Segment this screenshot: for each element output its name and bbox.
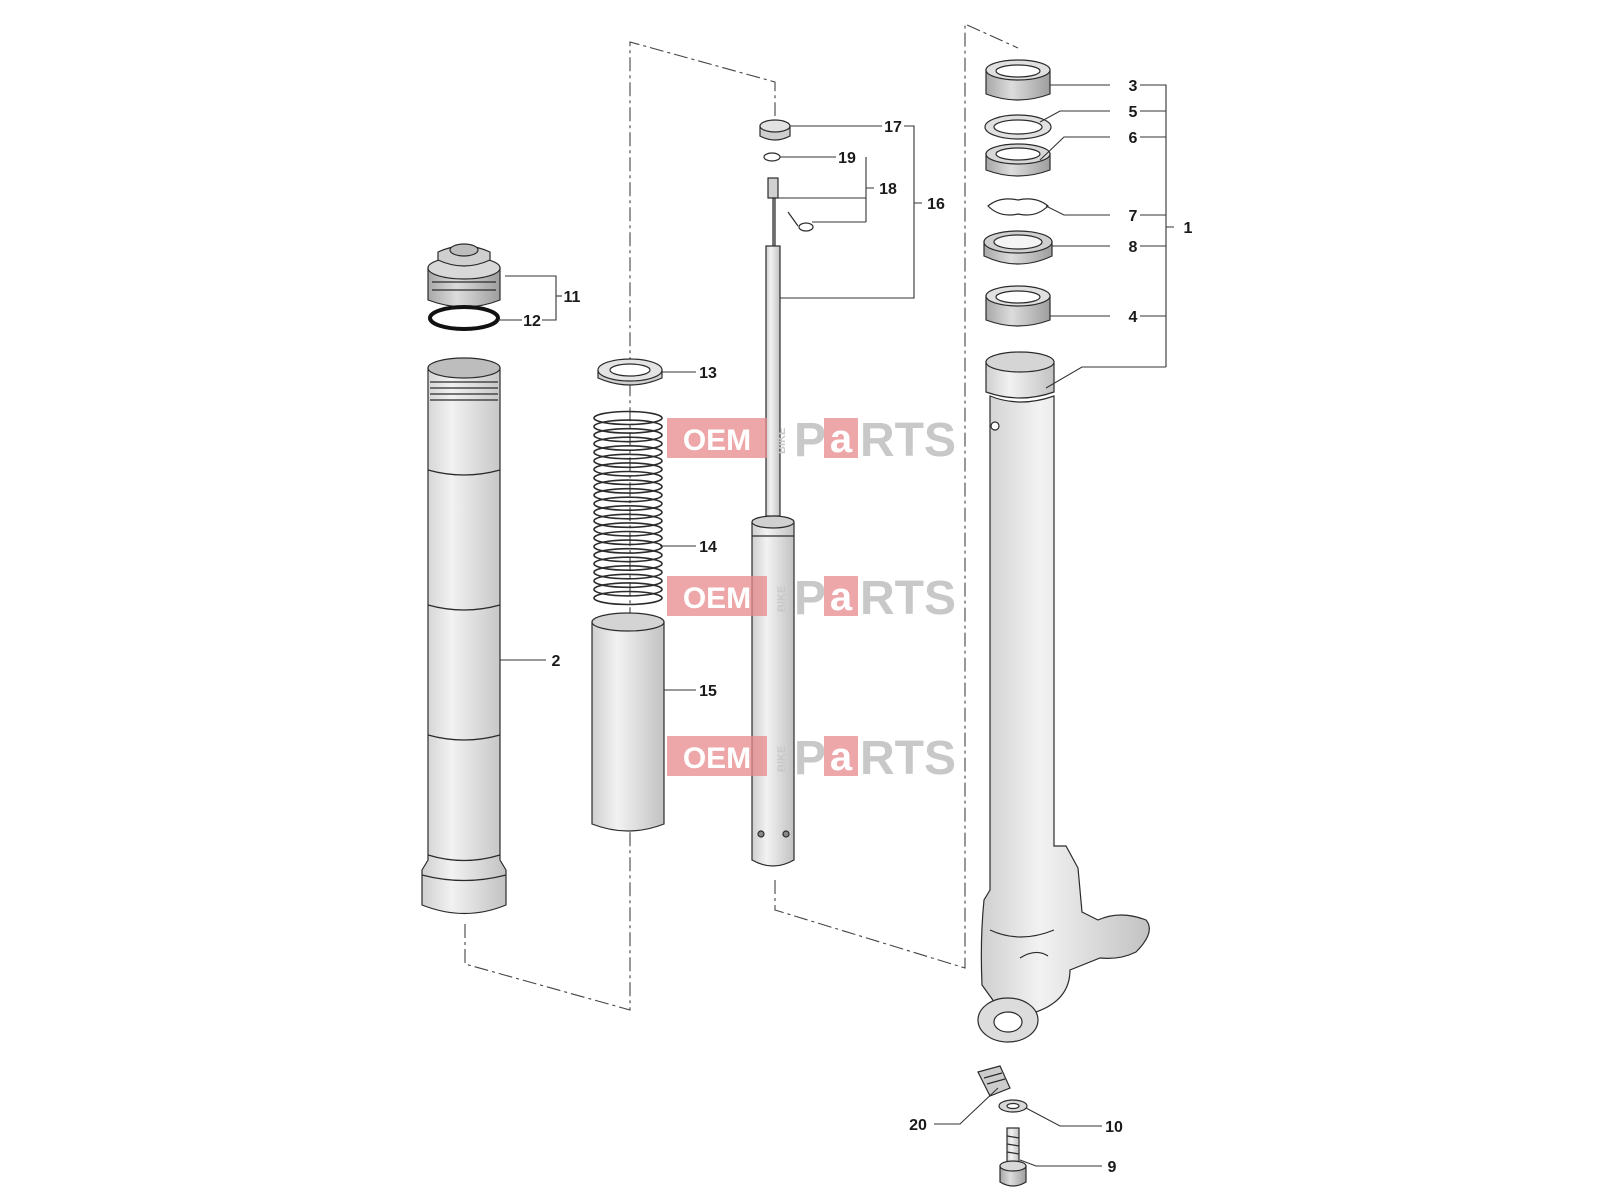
spring-coil <box>593 487 663 503</box>
watermark-p: P <box>794 414 826 467</box>
part-label-sticker <box>977 1065 1011 1097</box>
callout-18: 18 <box>879 181 897 198</box>
watermark-oem: OEM <box>683 424 751 457</box>
callout-8: 8 <box>1129 239 1138 256</box>
spring-coil <box>593 530 663 546</box>
callout-13: 13 <box>699 365 717 382</box>
callout-12: 12 <box>523 313 541 330</box>
spring-coil <box>593 462 663 477</box>
spring-coil <box>593 496 663 512</box>
part-guide-bushing <box>985 143 1051 177</box>
part-copper-washer <box>998 1099 1028 1113</box>
part-washer <box>984 114 1052 140</box>
part-fork-cap <box>427 243 501 308</box>
watermark-p: P <box>794 732 826 785</box>
part-preload-tube <box>591 612 665 832</box>
watermark-rts: RTS <box>860 572 956 625</box>
callout-19: 19 <box>838 150 856 167</box>
part-outer-tube <box>421 357 507 915</box>
spring-coil <box>593 539 663 554</box>
part-inner-tube-assembly <box>977 351 1150 1043</box>
spring-coil <box>593 436 663 452</box>
spring-coil <box>593 479 663 494</box>
part-fork-spring <box>593 410 663 606</box>
spring-coil <box>593 444 663 460</box>
watermark-a: a <box>830 575 853 619</box>
callout-6: 6 <box>1129 130 1138 147</box>
watermark-oem: OEM <box>683 582 751 615</box>
watermark-a: a <box>830 735 853 779</box>
callout-14: 14 <box>699 539 717 556</box>
spring-coil <box>593 513 663 529</box>
watermark-bike: BIKE <box>776 428 788 454</box>
part-upper-bushing <box>985 59 1051 101</box>
part-lower-bushing <box>985 285 1051 327</box>
part-oil-seal <box>983 230 1053 265</box>
spring-coil <box>593 582 663 597</box>
watermark-bike: BIKE <box>776 746 788 772</box>
watermark-p: P <box>794 572 826 625</box>
callout-10: 10 <box>1105 1119 1123 1136</box>
callout-1: 1 <box>1184 220 1193 237</box>
part-spacer-washer <box>597 358 663 386</box>
spring-coil <box>593 590 663 606</box>
spring-coil <box>593 470 663 486</box>
spring-coil <box>593 453 663 469</box>
watermark-rts: RTS <box>860 732 956 785</box>
spring-coil <box>593 410 663 426</box>
callout-5: 5 <box>1129 104 1138 121</box>
spring-coil <box>593 556 663 572</box>
spring-coil <box>593 564 663 580</box>
spring-coil <box>593 427 663 443</box>
spring-coil <box>593 522 663 537</box>
callout-15: 15 <box>699 683 717 700</box>
watermark-bike: BIKE <box>776 586 788 612</box>
watermark-oem: OEM <box>683 742 751 775</box>
part-o-ring <box>428 305 500 331</box>
callout-labels: 3 5 6 7 8 4 1 11 12 2 13 14 15 17 19 18 … <box>523 78 1192 1176</box>
leader-lines <box>498 84 1174 1167</box>
callout-4: 4 <box>1129 309 1138 326</box>
part-bolt <box>999 1127 1027 1187</box>
spring-coil <box>593 419 663 434</box>
watermark-rts: RTS <box>860 414 956 467</box>
callout-20: 20 <box>909 1117 927 1134</box>
assembly-boundary-lines <box>464 23 1019 1011</box>
part-retaining-clip <box>987 198 1049 216</box>
spring-coil <box>593 547 663 563</box>
callout-17: 17 <box>884 119 902 136</box>
callout-2: 2 <box>552 653 561 670</box>
callout-16: 16 <box>927 196 945 213</box>
callout-3: 3 <box>1129 78 1138 95</box>
watermark-a: a <box>830 417 853 461</box>
spring-coil <box>593 504 663 520</box>
callout-7: 7 <box>1129 208 1138 225</box>
callout-9: 9 <box>1108 1159 1117 1176</box>
spring-coil <box>593 573 663 589</box>
callout-11: 11 <box>564 289 581 306</box>
